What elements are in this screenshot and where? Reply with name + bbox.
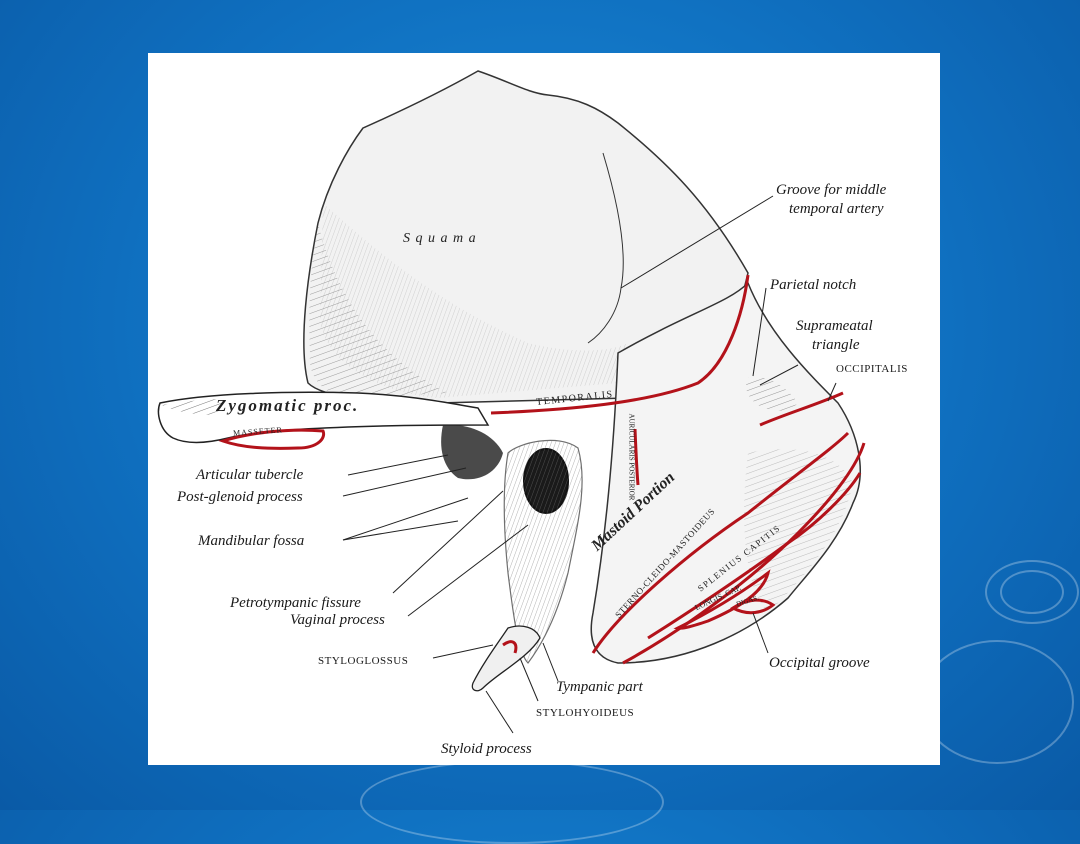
occipitalis-line [759,391,844,427]
styloglossus-line [502,640,518,654]
tympanic-part-label: Tympanic part [556,679,643,695]
mandibular-fossa-shape [441,424,503,480]
vaginal-process-label: Vaginal process [290,612,385,628]
petrotympanic-fissure-label: Petrotympanic fissure [230,595,361,611]
mandibular-fossa-label: Mandibular fossa [198,533,305,549]
occipital-groove-label: Occipital groove [769,655,870,671]
styloid-process-label: Styloid process [441,741,532,757]
suprameatal-triangle-label-line1: Suprameatal [796,318,873,334]
groove-middle-temporal-label-line1: Groove for middle [776,182,887,198]
anatomy-figure: S q u a m a Zygomatic proc. TEMPORALIS M… [148,53,940,765]
ripple-decoration [360,760,664,844]
parietal-notch-label: Parietal notch [770,277,857,293]
masseter-line [218,428,326,450]
zygomatic-process-shape [157,391,490,444]
post-glenoid-process-label: Post-glenoid process [177,489,303,505]
splenius-line [647,472,862,640]
tympanic-part-shape [503,439,583,664]
digas-line [730,598,776,615]
auricularis-label: AURICULARIS POSTERIOR [627,413,636,501]
temporal-bone-illustration [157,70,866,734]
occipitalis-shape [746,377,798,411]
ripple-decoration [920,640,1074,764]
temporalis-line [490,274,750,415]
occipitalis-label: Occipitalis [836,363,908,375]
stylohyoideus-label: Stylohyoideus [536,707,635,719]
sterno-line [591,431,850,654]
ripple-decoration [985,560,1079,624]
squama-label: S q u a m a [403,231,477,246]
squama-shading [320,203,628,398]
groove-middle-temporal-label-line2: temporal artery [789,201,884,217]
suprameatal-triangle-label-line2: triangle [812,337,860,353]
zygomatic-process-label: Zygomatic proc. [216,396,360,415]
styloglossus-label: Styloglossus [318,655,409,667]
longis-line [673,569,771,630]
auricularis-line [633,428,640,486]
zygomatic-hatch [162,399,223,415]
styloid-process-shape [471,625,541,692]
articular-tubercle-label: Articular tubercle [196,467,304,483]
